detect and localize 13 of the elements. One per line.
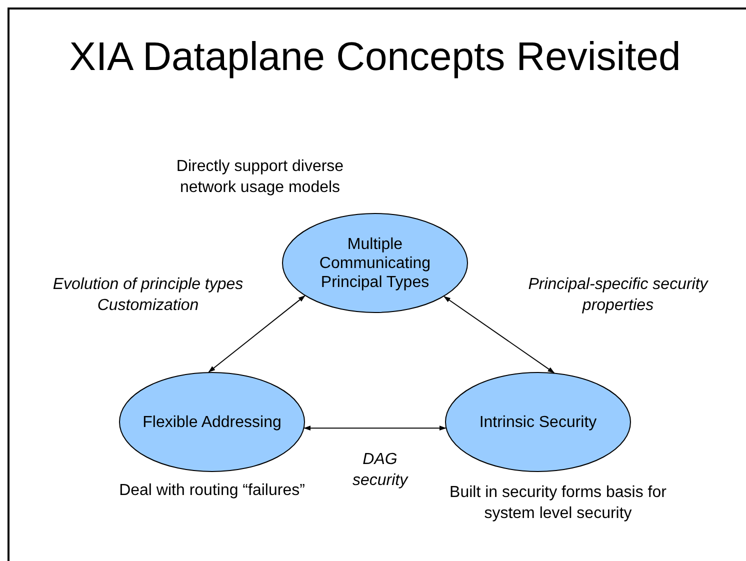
concept-ellipse (445, 372, 631, 472)
concept-ellipse (119, 372, 305, 472)
concept-note: Directly support diverse network usage models (175, 157, 345, 198)
concept-ellipse (282, 213, 468, 313)
concept-label: Multiple Communicating Principal Types (318, 234, 432, 292)
double-arrow (208, 295, 306, 372)
double-arrow (304, 426, 446, 431)
concept-label: Flexible Addressing (142, 412, 282, 432)
slide-title: XIA Dataplane Concepts Revisited (68, 35, 682, 79)
concept-note: Deal with routing “failures” (118, 481, 306, 501)
double-arrow (444, 296, 555, 374)
concept-note: Built in security forms basis for system level security (448, 483, 668, 524)
concept-label: Intrinsic Security (478, 412, 598, 432)
